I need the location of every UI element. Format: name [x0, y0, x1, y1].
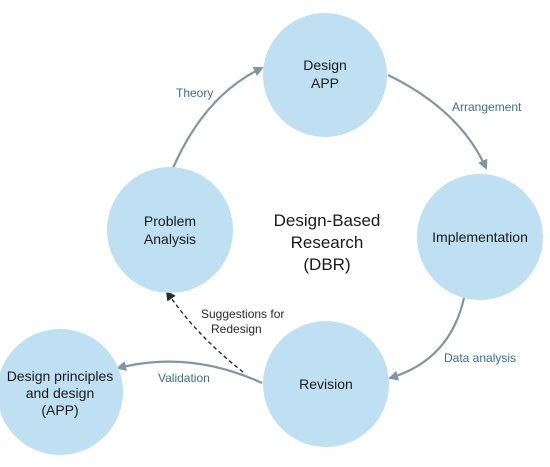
node-implementation: Implementation	[417, 174, 543, 300]
node-design-principles-line3: (APP)	[41, 402, 78, 418]
edge-label-data-analysis: Data analysis	[444, 351, 516, 365]
edge-label-theory: Theory	[176, 86, 213, 100]
node-revision: Revision	[263, 321, 389, 447]
node-design-app-line1: Design	[303, 57, 347, 73]
edge-label-arrangement: Arrangement	[452, 100, 522, 114]
node-revision-line1: Revision	[299, 376, 353, 392]
node-problem-analysis-line2: Analysis	[144, 231, 196, 247]
arrow-arrangement	[387, 74, 488, 170]
node-design-principles: Design principles and design (APP)	[0, 329, 123, 455]
arrow-theory	[171, 66, 264, 169]
node-design-app-line2: APP	[311, 75, 339, 91]
edge-label-suggestions-line1: Suggestions for	[201, 307, 284, 321]
node-problem-analysis-line1: Problem	[144, 213, 196, 229]
arrow-validation	[116, 360, 263, 385]
center-title-line1: Design-Based	[274, 211, 381, 230]
arrow-suggestions-redesign	[165, 290, 244, 373]
node-design-app: Design APP	[263, 13, 387, 137]
center-title-line3: (DBR)	[303, 255, 350, 274]
edge-label-suggestions-line2: Redesign	[211, 322, 262, 336]
node-design-principles-line2: and design	[26, 385, 95, 401]
node-problem-analysis: Problem Analysis	[107, 167, 233, 293]
edge-label-validation: Validation	[158, 371, 210, 385]
arrow-data-analysis	[388, 297, 466, 381]
node-design-principles-line1: Design principles	[7, 368, 114, 384]
center-title-line2: Research	[291, 233, 364, 252]
center-title: Design-Based Research (DBR)	[274, 211, 381, 274]
node-implementation-line1: Implementation	[432, 229, 528, 245]
